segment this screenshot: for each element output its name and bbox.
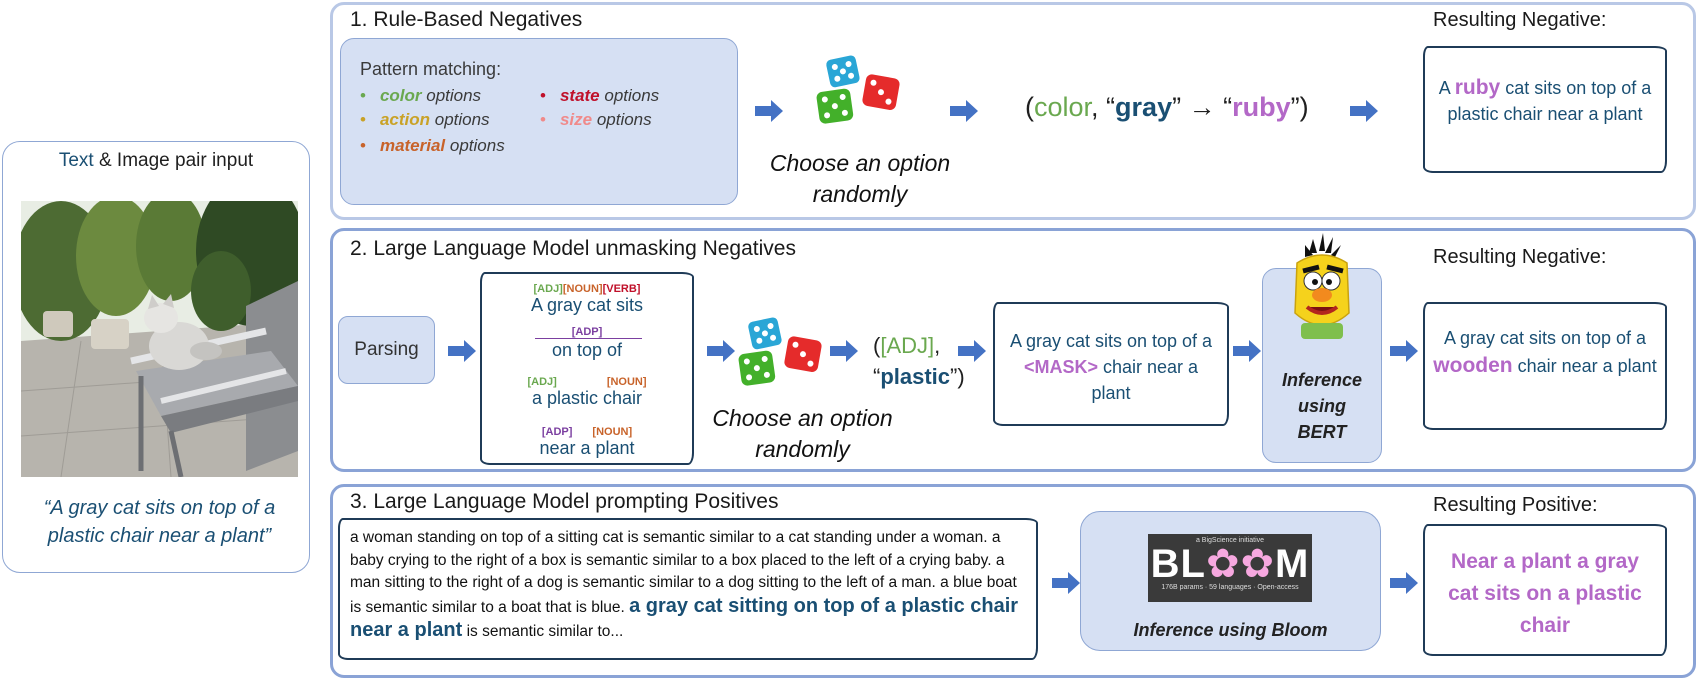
option-action: •action options — [360, 110, 490, 129]
parse-row-2: [ADP] on top of — [551, 326, 623, 360]
section1-result-text: A ruby cat sits on top of a plastic chai… — [1438, 76, 1652, 124]
dice-icon — [738, 317, 822, 386]
arrow-right-icon — [1233, 340, 1261, 362]
arrow-right-icon — [830, 340, 858, 362]
section2-tuple: ([ADJ], “plastic”) — [873, 333, 965, 389]
option-state: •state options — [540, 86, 660, 105]
bert-icon — [1294, 233, 1350, 339]
prompt-text: a woman standing on top of a sitting cat… — [350, 529, 1019, 641]
parse-row-1: [ADJ][NOUN][VERB] A gray cat sits — [530, 283, 644, 315]
arrow-right-icon — [1052, 572, 1080, 594]
dice-icon — [816, 55, 900, 124]
option-material-keyword: material — [379, 136, 446, 155]
masked-sentence-box — [993, 302, 1229, 426]
masked-sentence-text: A gray cat sits on top of a <MASK> chair… — [1009, 331, 1213, 403]
section1-choose-text: Choose an option randomly — [769, 150, 951, 207]
section2-result-box — [1423, 302, 1667, 430]
section3-title: 3. Large Language Model prompting Positi… — [350, 490, 779, 513]
parse-row-4: [ADP][NOUN] near a plant — [539, 426, 635, 458]
section3-result-text: Near a plant a gray cat sits on a plasti… — [1448, 550, 1642, 637]
section2-choose-text: Choose an option randomly — [712, 405, 893, 462]
arrow-right-icon — [1390, 340, 1418, 362]
option-size: •size options — [540, 110, 652, 129]
bert-label: Inference using BERT — [1281, 370, 1363, 442]
section2-title: 2. Large Language Model unmasking Negati… — [350, 237, 796, 260]
arrow-right-icon — [1390, 572, 1418, 594]
section1-result-title: Resulting Negative: — [1433, 9, 1607, 31]
input-caption: “A gray cat sits on top of a plastic cha… — [43, 497, 276, 547]
parse-tree-box — [480, 272, 694, 465]
section1-title: 1. Rule-Based Negatives — [350, 8, 583, 31]
option-color: •color options — [360, 86, 482, 105]
pattern-matching-title: Pattern matching: — [360, 59, 502, 79]
section1-tuple: (color, “gray” → “ruby”) — [1025, 92, 1309, 122]
bloom-logo: a BigScience initiative BL✿✿M 176B param… — [1148, 534, 1312, 602]
option-size-keyword: size — [559, 110, 593, 129]
option-action-keyword: action — [379, 110, 431, 129]
arrow-right-icon — [448, 340, 476, 362]
option-state-keyword: state — [559, 86, 600, 105]
section3-result-title: Resulting Positive: — [1433, 494, 1598, 516]
parse-row-3: [ADJ][NOUN] a plastic chair — [527, 376, 647, 408]
section3-result-box — [1423, 524, 1667, 656]
option-material: •material options — [360, 136, 505, 155]
parsing-box — [338, 316, 435, 384]
section2-result-title: Resulting Negative: — [1433, 246, 1607, 268]
pattern-matching-box — [340, 38, 738, 205]
arrow-right-icon — [707, 340, 735, 362]
prompt-box — [338, 518, 1038, 660]
arrow-right-icon — [950, 100, 978, 122]
arrow-right-icon — [755, 100, 783, 122]
parse-divider — [535, 338, 642, 339]
section2-result-text: A gray cat sits on top of a wooden chair… — [1433, 328, 1657, 377]
parsing-label: Parsing — [354, 339, 419, 360]
bloom-label: Inference using Bloom — [1133, 620, 1328, 640]
arrow-right-icon — [1350, 100, 1378, 122]
input-panel: Text & Image pair input “A gray cat sits — [2, 141, 310, 573]
option-color-keyword: color — [379, 86, 422, 105]
arrow-right-icon — [958, 340, 986, 362]
flower-icon: ✿✿ — [1205, 542, 1276, 586]
cat-photo — [21, 201, 298, 477]
section1-result-box — [1423, 46, 1667, 173]
input-panel-title: Text & Image pair input — [58, 150, 254, 171]
